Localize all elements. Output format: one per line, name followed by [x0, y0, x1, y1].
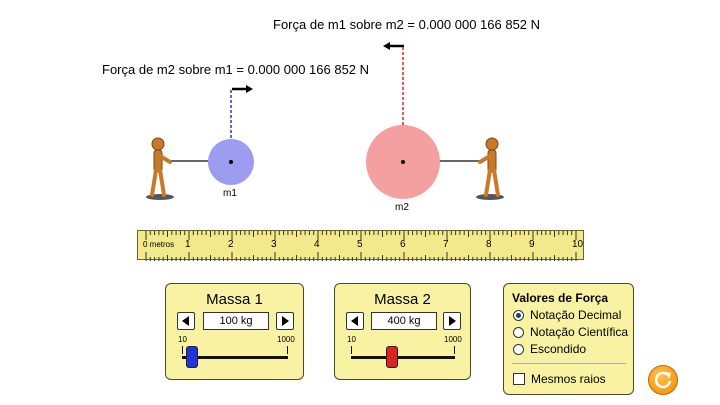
- mass2-decrease-button[interactable]: [346, 312, 364, 330]
- force-label-m2-on-m1: Força de m2 sobre m1 = 0.000 000 166 852…: [102, 62, 370, 77]
- mass1-decrease-button[interactable]: [177, 312, 195, 330]
- simulation-scene: [146, 42, 504, 200]
- mass1-slider-max-label: 1000: [277, 335, 295, 344]
- mass-m2-label: m2: [395, 202, 409, 213]
- mass1-value-field[interactable]: 100 kg: [203, 312, 269, 330]
- ruler-number: 1: [185, 239, 191, 250]
- right-triangle-icon: [449, 316, 456, 326]
- left-triangle-icon: [351, 316, 358, 326]
- mass1-slider-min-label: 10: [178, 335, 187, 344]
- ruler-ticks: [145, 231, 577, 261]
- ruler-unit-label: 0 metros: [143, 240, 175, 249]
- ruler-number: 9: [529, 239, 535, 250]
- same-radius-label[interactable]: Mesmos raios: [531, 372, 606, 386]
- option-hidden-label[interactable]: Escondido: [530, 342, 587, 356]
- radio-scientific-notation[interactable]: [513, 327, 524, 338]
- mass2-slider-knob[interactable]: [385, 346, 398, 368]
- ruler-number: 10: [572, 239, 584, 250]
- mass-m1-label: m1: [223, 188, 237, 199]
- ruler-number: 2: [228, 239, 234, 250]
- option-scientific-notation-label[interactable]: Notação Científica: [530, 325, 629, 339]
- mass2-slider-track[interactable]: [351, 356, 455, 359]
- force-values-panel: Valores de Força Notação Decimal Notação…: [503, 283, 634, 395]
- radio-selected-dot: [516, 313, 521, 318]
- mass1-increase-button[interactable]: [276, 312, 294, 330]
- right-triangle-icon: [282, 316, 289, 326]
- mass2-slider-tick-max: [454, 346, 455, 354]
- mass-m2-center: [401, 160, 405, 164]
- puller-left-figure[interactable]: [146, 137, 174, 200]
- mass1-panel-title: Massa 1: [206, 291, 263, 308]
- ruler-number: 7: [443, 239, 449, 250]
- mass1-control-panel: Massa 1 100 kg 10 1000: [165, 283, 304, 380]
- radio-hidden[interactable]: [513, 344, 524, 355]
- radio-decimal-notation[interactable]: [513, 310, 524, 321]
- puller-right-figure[interactable]: [476, 137, 504, 200]
- left-triangle-icon: [182, 316, 189, 326]
- mass1-slider-tick-max: [287, 346, 288, 354]
- mass1-slider-knob[interactable]: [185, 346, 198, 368]
- mass2-increase-button[interactable]: [443, 312, 461, 330]
- distance-ruler[interactable]: 0 metros 1 2 3 4 5 6 7 8 9 10: [137, 230, 584, 261]
- ruler-number: 5: [357, 239, 363, 250]
- reset-button[interactable]: [648, 365, 678, 395]
- force-values-title: Valores de Força: [512, 291, 609, 305]
- mass-m1-center: [229, 160, 233, 164]
- ruler-number: 8: [486, 239, 492, 250]
- mass2-value-field[interactable]: 400 kg: [371, 312, 437, 330]
- mass2-control-panel: Massa 2 400 kg 10 1000: [334, 283, 471, 380]
- reset-icon: [654, 371, 672, 389]
- ruler-number: 4: [314, 239, 320, 250]
- mass2-panel-title: Massa 2: [374, 291, 431, 308]
- mass1-slider-tick-min: [182, 346, 183, 354]
- force-arrow-m1: [232, 85, 253, 93]
- option-decimal-notation-label[interactable]: Notação Decimal: [530, 308, 622, 322]
- mass1-slider-track[interactable]: [182, 356, 288, 359]
- same-radius-checkbox[interactable]: [513, 373, 525, 385]
- mass2-slider-max-label: 1000: [444, 335, 462, 344]
- mass2-slider-tick-min: [351, 346, 352, 354]
- mass2-slider-min-label: 10: [347, 335, 356, 344]
- force-label-m1-on-m2: Força de m1 sobre m2 = 0.000 000 166 852…: [273, 17, 541, 32]
- ruler-number: 3: [271, 239, 277, 250]
- panel-divider: [512, 363, 626, 364]
- ruler-number: 6: [400, 239, 406, 250]
- force-arrow-m2: [383, 42, 404, 50]
